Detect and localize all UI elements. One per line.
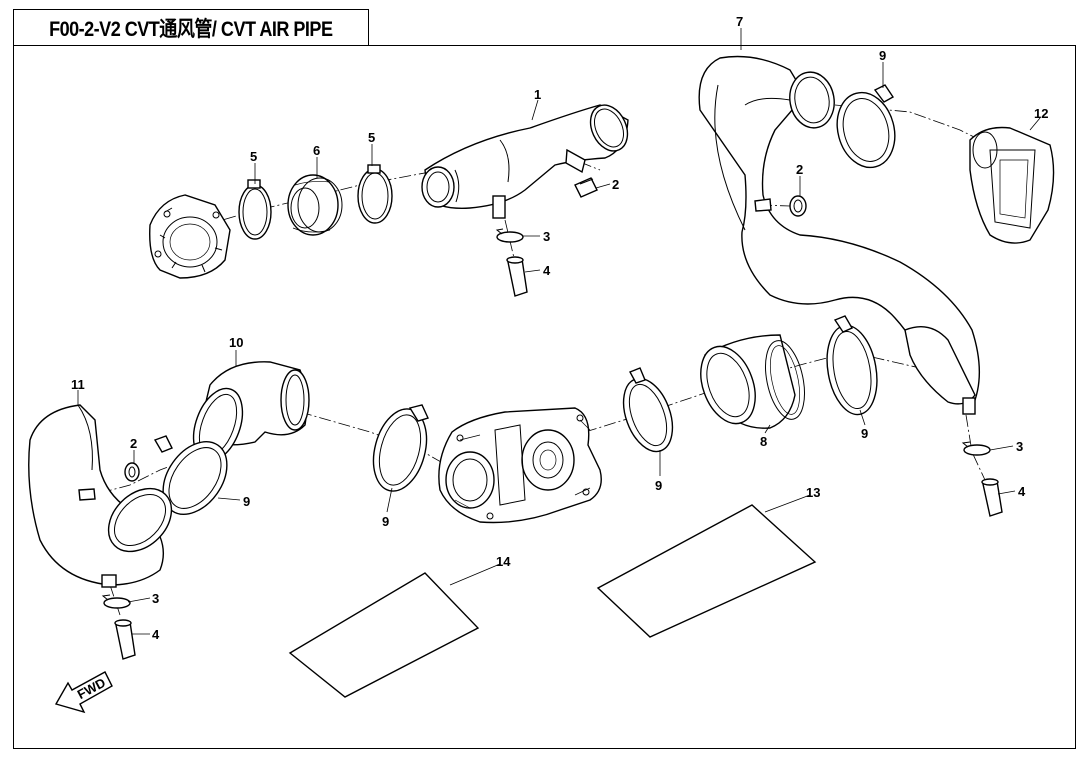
callout-9-upper: 9: [879, 48, 886, 63]
callout-9-mid-right: 9: [861, 426, 868, 441]
part-6-coupler: [287, 174, 343, 236]
part-14-label-sheet: [288, 572, 480, 698]
leader-lines: [77, 28, 1041, 635]
callout-4-left: 4: [152, 627, 160, 642]
part-9-clamp-mid-right: [826, 315, 878, 416]
part-5-clamp-right: [357, 164, 393, 224]
part-13-label-sheet: [596, 504, 817, 638]
callout-5-left: 5: [250, 149, 257, 164]
callout-13: 13: [806, 485, 820, 500]
part-7-main-duct: [698, 55, 981, 415]
part-5-clamp-left: [238, 179, 272, 240]
callout-11: 11: [71, 377, 85, 392]
callout-2-upper: 2: [612, 177, 619, 192]
callout-2-right: 2: [796, 162, 803, 177]
callout-3-upper: 3: [543, 229, 550, 244]
title-box: F00-2-V2 CVT通风管/ CVT AIR PIPE: [13, 9, 369, 46]
callout-6: 6: [313, 143, 320, 158]
part-2-grommet-left: [78, 462, 140, 501]
part-4-drain-tube-a: [506, 256, 528, 297]
part-9-clamp-mid-left: [622, 367, 674, 453]
callout-12: 12: [1034, 106, 1048, 121]
part-1-intake-pipe: [421, 104, 629, 219]
page-title: F00-2-V2 CVT通风管/ CVT AIR PIPE: [49, 17, 333, 41]
part-4-drain-tube-b: [981, 478, 1003, 517]
part-2-grommet-right: [754, 195, 807, 217]
callout-9-center: 9: [382, 514, 389, 529]
callout-7: 7: [736, 14, 743, 29]
part-3-hose-clip-b: [961, 441, 991, 456]
callout-1: 1: [534, 87, 541, 102]
callout-14: 14: [496, 554, 511, 569]
part-9-clamp-left: [153, 435, 228, 515]
callout-4-right: 4: [1018, 484, 1026, 499]
cvt-housing: [438, 407, 602, 524]
callout-9-mid-left: 9: [655, 478, 662, 493]
fwd-arrow-icon: FWD: [54, 671, 113, 714]
cvt-cover-left: [149, 194, 231, 279]
part-3-hose-clip-a: [495, 228, 524, 243]
callout-10: 10: [229, 335, 243, 350]
callout-5-right: 5: [368, 130, 375, 145]
callout-numbers: 1 2 3 4 5 6 5 7 9 12 2 10 11 2 9 9 9 8 9…: [71, 14, 1048, 642]
part-9-clamp-upper: [836, 84, 896, 169]
callout-3-left: 3: [152, 591, 159, 606]
drawing-frame: [13, 45, 1076, 749]
part-2-grommet-upper: [574, 177, 598, 198]
callout-8: 8: [760, 434, 767, 449]
callout-4-upper: 4: [543, 263, 551, 278]
part-11-air-box: [28, 404, 173, 588]
part-3-hose-clip-c: [101, 594, 131, 609]
part-8-elbow-duct: [700, 334, 805, 429]
part-9-clamp-center: [372, 404, 429, 492]
part-4-drain-tube-c: [114, 619, 136, 660]
callout-3-right: 3: [1016, 439, 1023, 454]
callout-2-left: 2: [130, 436, 137, 451]
callout-9-left: 9: [243, 494, 250, 509]
part-12-intake-box: [969, 126, 1055, 244]
part-10-elbow: [192, 361, 310, 463]
